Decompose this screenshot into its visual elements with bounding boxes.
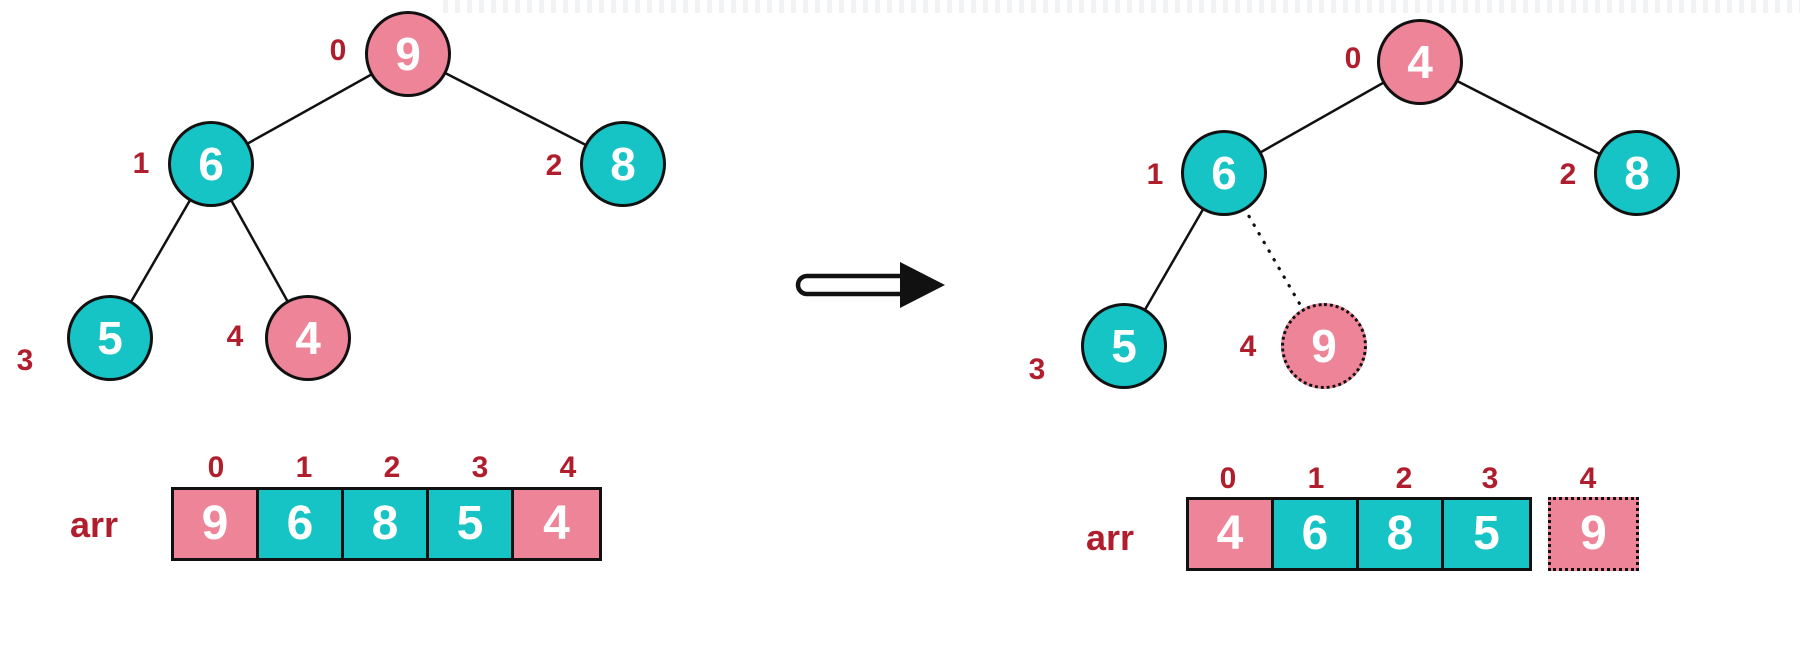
before-node-index-4: 4 — [226, 320, 244, 353]
before-node-index-2: 2 — [545, 149, 563, 182]
before-array: 9 6 8 5 4 — [171, 487, 602, 561]
after-array-label: arr — [1085, 517, 1135, 558]
after-array-index-2: 2 — [1395, 462, 1413, 495]
after-array-index-4: 4 — [1579, 462, 1597, 495]
after-node-index-2: 2 — [1559, 158, 1577, 191]
before-array-cell-1: 6 — [259, 490, 344, 558]
after-tree-node-3: 5 — [1081, 303, 1167, 389]
node-value: 4 — [1407, 36, 1433, 88]
before-array-index-0: 0 — [207, 451, 225, 484]
after-tree-node-1: 6 — [1181, 130, 1267, 216]
after-array-index-1: 1 — [1307, 462, 1325, 495]
after-array: 4 6 8 5 — [1186, 497, 1532, 571]
node-value: 5 — [97, 312, 123, 364]
filmstrip-artifact — [443, 0, 1800, 13]
node-value: 9 — [395, 28, 421, 80]
after-node-index-4: 4 — [1239, 330, 1257, 363]
after-array-cell-4-dotted: 9 — [1548, 497, 1639, 571]
after-array-index-3: 3 — [1481, 462, 1499, 495]
before-node-index-3: 3 — [16, 344, 34, 377]
after-tree-node-4-dotted: 9 — [1281, 303, 1367, 389]
before-tree-node-1: 6 — [168, 121, 254, 207]
before-array-cell-4: 4 — [514, 490, 599, 558]
before-array-cell-3: 5 — [429, 490, 514, 558]
node-value: 9 — [1311, 320, 1337, 372]
after-array-cell-1: 6 — [1274, 500, 1359, 568]
before-node-index-1: 1 — [132, 147, 150, 180]
after-array-cell-0: 4 — [1189, 500, 1274, 568]
after-array-cell-2: 8 — [1359, 500, 1444, 568]
before-array-index-3: 3 — [471, 451, 489, 484]
node-value: 4 — [295, 312, 321, 364]
before-tree-node-4: 4 — [265, 295, 351, 381]
after-node-index-1: 1 — [1146, 158, 1164, 191]
before-array-cell-2: 8 — [344, 490, 429, 558]
after-tree-node-0: 4 — [1377, 19, 1463, 105]
node-value: 5 — [1111, 320, 1137, 372]
before-array-index-4: 4 — [559, 451, 577, 484]
before-array-cell-0: 9 — [174, 490, 259, 558]
after-array-cell-3: 5 — [1444, 500, 1529, 568]
before-tree-node-3: 5 — [67, 295, 153, 381]
before-node-index-0: 0 — [329, 34, 347, 67]
after-array-index-0: 0 — [1219, 462, 1237, 495]
node-value: 6 — [198, 138, 224, 190]
node-value: 6 — [1211, 147, 1237, 199]
after-tree-node-2: 8 — [1594, 130, 1680, 216]
right-arrow-icon — [795, 262, 945, 308]
node-value: 8 — [1624, 147, 1650, 199]
before-tree-node-0: 9 — [365, 11, 451, 97]
before-array-index-1: 1 — [295, 451, 313, 484]
node-value: 8 — [610, 138, 636, 190]
after-node-index-0: 0 — [1344, 42, 1362, 75]
before-array-label: arr — [69, 504, 119, 545]
after-node-index-3: 3 — [1028, 353, 1046, 386]
edge-after-1-4-dotted — [1222, 171, 1326, 348]
before-array-index-2: 2 — [383, 451, 401, 484]
before-tree-node-2: 8 — [580, 121, 666, 207]
